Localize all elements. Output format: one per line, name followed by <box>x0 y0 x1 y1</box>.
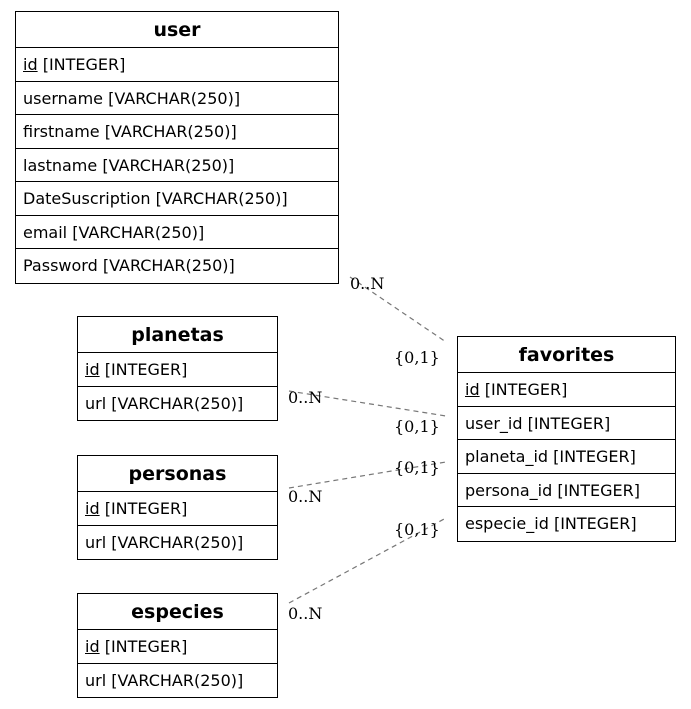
field-row: user_id [INTEGER] <box>458 407 675 440</box>
card-personas-from: 0..N <box>288 487 322 506</box>
field-name: id <box>85 360 100 379</box>
field-row: id [INTEGER] <box>458 373 675 407</box>
field-name: especie_id <box>465 514 549 533</box>
field-type: [VARCHAR(250)] <box>102 155 235 175</box>
field-row: firstname [VARCHAR(250)] <box>16 115 338 149</box>
field-row: id [INTEGER] <box>78 492 277 526</box>
field-row: url [VARCHAR(250)] <box>78 526 277 560</box>
field-row: url [VARCHAR(250)] <box>78 387 277 421</box>
field-row: id [INTEGER] <box>78 630 277 664</box>
field-name: url <box>85 532 107 552</box>
entity-title: favorites <box>458 337 675 373</box>
field-type: [VARCHAR(250)] <box>104 122 237 141</box>
field-type: [VARCHAR(250)] <box>102 256 235 275</box>
field-row: lastname [VARCHAR(250)] <box>16 149 338 182</box>
field-type: [INTEGER] <box>104 360 188 379</box>
field-type: [VARCHAR(250)] <box>111 670 244 690</box>
field-row: DateSuscription [VARCHAR(250)] <box>16 182 338 216</box>
field-row: Password [VARCHAR(250)] <box>16 249 338 283</box>
field-type: [INTEGER] <box>42 55 126 74</box>
card-especies-to: {0,1} <box>394 520 440 539</box>
field-row: persona_id [INTEGER] <box>458 474 675 507</box>
field-name: username <box>23 88 103 108</box>
entity-title: personas <box>78 456 277 492</box>
field-name: id <box>85 499 100 518</box>
field-type: [VARCHAR(250)] <box>155 189 288 208</box>
entity-personas: personas id [INTEGER] url [VARCHAR(250)] <box>77 455 278 560</box>
field-type: [VARCHAR(250)] <box>72 222 205 242</box>
entity-planetas: planetas id [INTEGER] url [VARCHAR(250)] <box>77 316 278 421</box>
field-type: [VARCHAR(250)] <box>111 393 244 413</box>
field-name: firstname <box>23 122 100 141</box>
edge-user-favorites <box>349 276 447 343</box>
field-type: [INTEGER] <box>553 514 637 533</box>
field-name: planeta_id <box>465 447 549 466</box>
field-row: url [VARCHAR(250)] <box>78 664 277 698</box>
entity-title: especies <box>78 594 277 630</box>
field-name: email <box>23 222 68 242</box>
field-name: user_id <box>465 413 523 433</box>
field-name: url <box>85 393 107 413</box>
field-name: id <box>23 55 38 74</box>
card-planetas-from: 0..N <box>288 388 322 407</box>
field-name: DateSuscription <box>23 189 151 208</box>
field-row: especie_id [INTEGER] <box>458 507 675 541</box>
card-user-from: 0..N <box>350 274 384 293</box>
card-especies-from: 0..N <box>288 604 322 623</box>
field-name: lastname <box>23 155 98 175</box>
field-row: username [VARCHAR(250)] <box>16 82 338 115</box>
entity-especies: especies id [INTEGER] url [VARCHAR(250)] <box>77 593 278 698</box>
edge-especies-favorites <box>288 517 447 604</box>
field-type: [INTEGER] <box>104 637 188 656</box>
card-personas-to: {0,1} <box>394 458 440 477</box>
field-name: persona_id <box>465 480 553 500</box>
field-name: Password <box>23 256 98 275</box>
field-row: email [VARCHAR(250)] <box>16 216 338 249</box>
field-type: [VARCHAR(250)] <box>108 88 241 108</box>
field-type: [INTEGER] <box>104 499 188 518</box>
field-name: url <box>85 670 107 690</box>
field-name: id <box>465 380 480 399</box>
field-type: [INTEGER] <box>527 413 611 433</box>
entity-title: planetas <box>78 317 277 353</box>
entity-user: user id [INTEGER] username [VARCHAR(250)… <box>15 11 339 284</box>
entity-favorites: favorites id [INTEGER] user_id [INTEGER]… <box>457 336 676 542</box>
field-row: id [INTEGER] <box>78 353 277 387</box>
field-type: [INTEGER] <box>484 380 568 399</box>
field-row: id [INTEGER] <box>16 48 338 82</box>
field-type: [INTEGER] <box>557 480 641 500</box>
field-type: [VARCHAR(250)] <box>111 532 244 552</box>
field-row: planeta_id [INTEGER] <box>458 440 675 474</box>
field-type: [INTEGER] <box>553 447 636 466</box>
card-planetas-to: {0,1} <box>394 417 440 436</box>
field-name: id <box>85 637 100 656</box>
card-user-to: {0,1} <box>394 348 440 367</box>
entity-title: user <box>16 12 338 48</box>
